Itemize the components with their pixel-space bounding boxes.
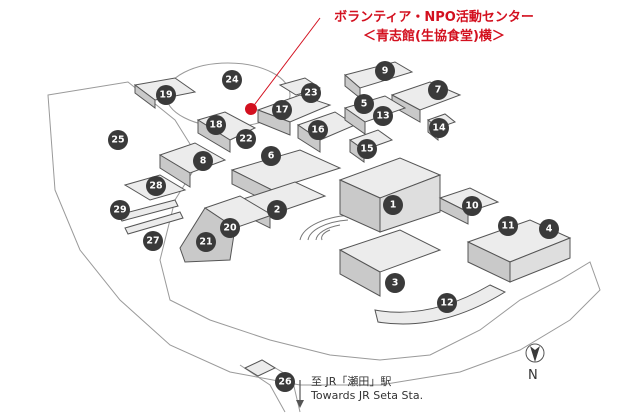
building-number: 11 bbox=[501, 221, 514, 232]
building-number: 18 bbox=[209, 120, 223, 131]
building-badge-29[interactable]: 29 bbox=[110, 200, 130, 220]
building-badge-25[interactable]: 25 bbox=[108, 130, 128, 150]
building-number: 23 bbox=[304, 88, 317, 99]
callout-title: ボランティア・NPO活動センター bbox=[334, 10, 534, 25]
building-number: 7 bbox=[435, 85, 442, 96]
volunteer-center-callout: ボランティア・NPO活動センター ＜青志館(生協食堂)横＞ bbox=[318, 8, 550, 46]
building-badge-10[interactable]: 10 bbox=[462, 196, 482, 216]
building-badge-22[interactable]: 22 bbox=[236, 129, 256, 149]
building-badge-13[interactable]: 13 bbox=[373, 106, 393, 126]
building-number: 1 bbox=[390, 200, 397, 211]
building-number: 24 bbox=[225, 75, 239, 86]
building-badge-21[interactable]: 21 bbox=[196, 232, 216, 252]
building-number: 26 bbox=[278, 377, 292, 388]
building-badge-16[interactable]: 16 bbox=[308, 120, 328, 140]
station-direction-label: 至 JR「瀬田」駅 Towards JR Seta Sta. bbox=[311, 375, 423, 403]
building-number: 13 bbox=[376, 111, 389, 122]
building-badge-19[interactable]: 19 bbox=[156, 85, 176, 105]
building-badge-5[interactable]: 5 bbox=[354, 94, 374, 114]
building-number: 3 bbox=[392, 278, 399, 289]
building-badge-8[interactable]: 8 bbox=[193, 151, 213, 171]
building-badge-28[interactable]: 28 bbox=[146, 176, 166, 196]
building-badge-15[interactable]: 15 bbox=[357, 139, 377, 159]
building-number: 20 bbox=[223, 223, 237, 234]
building-badge-24[interactable]: 24 bbox=[222, 70, 242, 90]
building-number: 2 bbox=[274, 205, 281, 216]
north-label: N bbox=[528, 368, 538, 383]
callout-subtitle: ＜青志館(生協食堂)横＞ bbox=[363, 29, 505, 44]
station-direction-en: Towards JR Seta Sta. bbox=[311, 389, 424, 402]
building-badge-4[interactable]: 4 bbox=[539, 219, 559, 239]
down-arrow-icon bbox=[296, 380, 304, 408]
building-number: 25 bbox=[111, 135, 124, 146]
building-badge-2[interactable]: 2 bbox=[267, 200, 287, 220]
building-badge-3[interactable]: 3 bbox=[385, 273, 405, 293]
building-number: 8 bbox=[200, 156, 207, 167]
building-number: 10 bbox=[465, 201, 479, 212]
building-number: 17 bbox=[275, 105, 288, 116]
building-badge-26[interactable]: 26 bbox=[275, 372, 295, 392]
building-number: 12 bbox=[440, 298, 453, 309]
volunteer-center-marker[interactable] bbox=[245, 103, 257, 115]
building-badge-9[interactable]: 9 bbox=[375, 61, 395, 81]
building-number: 19 bbox=[159, 90, 172, 101]
callout-leader-line bbox=[251, 17, 321, 109]
building-badge-12[interactable]: 12 bbox=[437, 293, 457, 313]
building-badge-27[interactable]: 27 bbox=[143, 231, 163, 251]
building-badge-6[interactable]: 6 bbox=[261, 146, 281, 166]
building-badge-18[interactable]: 18 bbox=[206, 115, 226, 135]
building-number: 4 bbox=[546, 224, 553, 235]
central-plaza bbox=[299, 214, 356, 241]
building-number: 5 bbox=[361, 99, 368, 110]
building-badge-17[interactable]: 17 bbox=[272, 100, 292, 120]
building-badge-1[interactable]: 1 bbox=[383, 195, 403, 215]
building-badge-14[interactable]: 14 bbox=[429, 118, 449, 138]
station-direction-ja: 至 JR「瀬田」駅 bbox=[311, 375, 392, 388]
building-badge-20[interactable]: 20 bbox=[220, 218, 240, 238]
building-number: 21 bbox=[199, 237, 212, 248]
building-number: 29 bbox=[113, 205, 126, 216]
building-number: 22 bbox=[239, 134, 252, 145]
building-number: 15 bbox=[360, 144, 373, 155]
campus-boundary bbox=[47, 81, 601, 386]
building-number: 16 bbox=[311, 125, 325, 136]
building-number: 14 bbox=[432, 123, 446, 134]
building-badge-11[interactable]: 11 bbox=[498, 216, 518, 236]
building-number: 27 bbox=[146, 236, 159, 247]
north-arrow-icon bbox=[525, 343, 545, 363]
building-number: 9 bbox=[382, 66, 389, 77]
building-number: 6 bbox=[268, 151, 275, 162]
building-number: 28 bbox=[149, 181, 163, 192]
building-badge-7[interactable]: 7 bbox=[428, 80, 448, 100]
building-badge-23[interactable]: 23 bbox=[301, 83, 321, 103]
